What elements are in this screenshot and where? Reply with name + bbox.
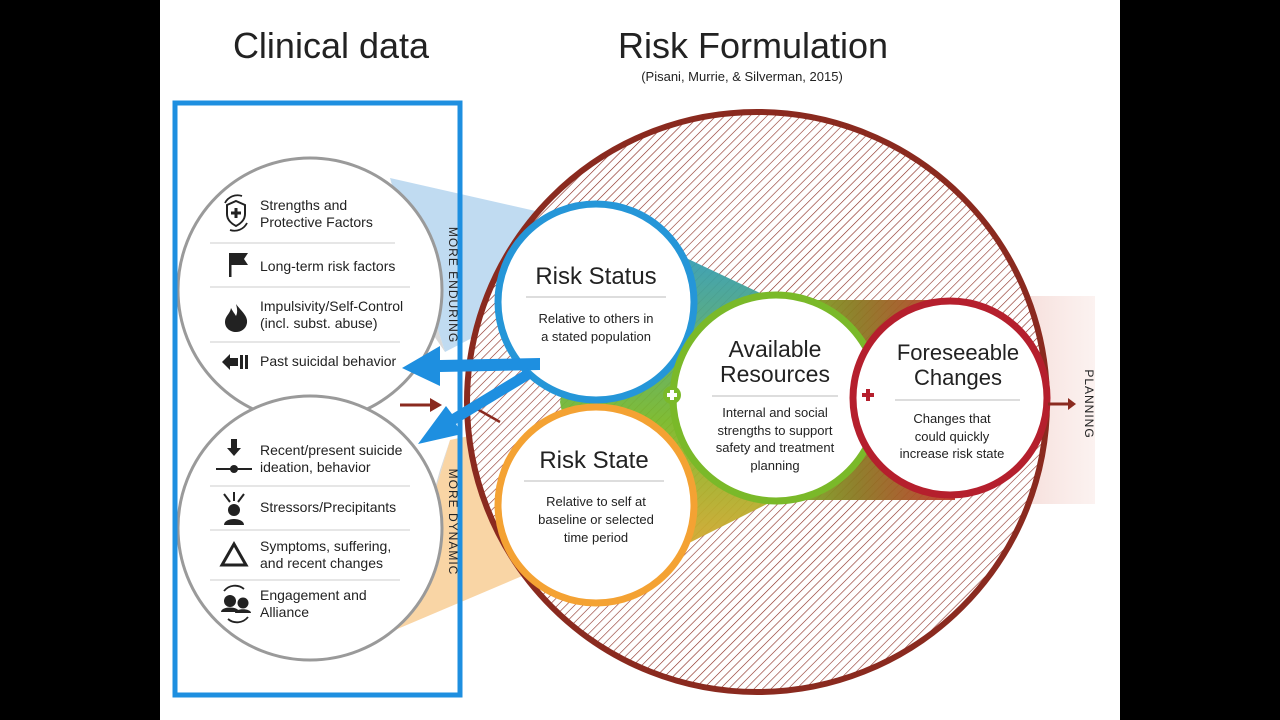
risk-state-desc-2: baseline or selected — [538, 512, 654, 527]
enduring-factor-3-line2: (incl. subst. abuse) — [260, 315, 378, 331]
enduring-factor-3-line1: Impulsivity/Self-Control — [260, 298, 403, 314]
risk-state-title: Risk State — [539, 447, 648, 474]
risk-state-circle — [494, 403, 698, 607]
dynamic-factor-1-line1: Recent/present suicide — [260, 442, 403, 458]
risk-state-desc-3: time period — [564, 530, 628, 545]
resources-desc-4: planning — [750, 458, 799, 473]
changes-title-2: Changes — [914, 365, 1002, 390]
resources-title-2: Resources — [720, 361, 830, 387]
changes-desc-1: Changes that — [913, 411, 991, 426]
resources-desc-1: Internal and social — [722, 405, 828, 420]
person-stress-icon — [223, 492, 245, 525]
risk-status-circle — [494, 200, 698, 404]
risk-formulation-title: Risk Formulation — [618, 25, 888, 66]
dynamic-factor-3-line1: Symptoms, suffering, — [260, 538, 391, 554]
dynamic-factors-circle — [176, 394, 444, 662]
enduring-factor-2-line1: Long-term risk factors — [260, 258, 395, 274]
risk-status-desc-1: Relative to others in — [539, 311, 654, 326]
more-enduring-label: MORE ENDURING — [446, 227, 460, 343]
enduring-factor-1-line1: Strengths and — [260, 197, 347, 213]
planning-label: PLANNING — [1082, 369, 1096, 438]
enduring-factor-4-line1: Past suicidal behavior — [260, 353, 397, 369]
dynamic-factor-1-line2: ideation, behavior — [260, 459, 371, 475]
dynamic-factor-2-line1: Stressors/Precipitants — [260, 499, 396, 515]
blue-arrow-to-enduring-icon — [402, 346, 540, 386]
foreseeable-changes-circle — [849, 297, 1051, 499]
enduring-factor-1-line2: Protective Factors — [260, 214, 373, 230]
fire-icon — [225, 304, 248, 332]
risk-status-desc-2: a stated population — [541, 329, 651, 344]
triangle-icon — [219, 540, 249, 567]
dynamic-factor-4-line1: Engagement and — [260, 587, 367, 603]
changes-desc-2: could quickly — [915, 429, 990, 444]
citation: (Pisani, Murrie, & Silverman, 2015) — [641, 69, 843, 84]
resources-desc-2: strengths to support — [718, 423, 833, 438]
risk-status-title: Risk Status — [535, 263, 656, 290]
clinical-data-title: Clinical data — [233, 25, 430, 66]
risk-state-desc-1: Relative to self at — [546, 494, 646, 509]
plus-icon-green — [663, 386, 681, 404]
clinical-data-box[interactable] — [172, 100, 463, 698]
changes-title-1: Foreseeable — [897, 340, 1019, 365]
more-dynamic-label: MORE DYNAMIC — [446, 469, 460, 576]
resources-title-1: Available — [729, 336, 822, 362]
plus-icon-red — [862, 389, 874, 401]
timeline-icon — [216, 439, 252, 473]
dynamic-factor-4-line2: Alliance — [260, 604, 309, 620]
shield-icon — [224, 194, 248, 232]
planning-arrow-icon — [1048, 398, 1076, 410]
dynamic-factor-3-line2: and recent changes — [260, 555, 383, 571]
blue-arrow-to-dynamic-icon — [418, 368, 532, 444]
resources-desc-3: safety and treatment — [716, 440, 835, 455]
changes-desc-3: increase risk state — [900, 446, 1005, 461]
flag-icon — [229, 253, 248, 277]
arrow-left-icon — [222, 354, 248, 370]
people-icon — [221, 584, 251, 624]
